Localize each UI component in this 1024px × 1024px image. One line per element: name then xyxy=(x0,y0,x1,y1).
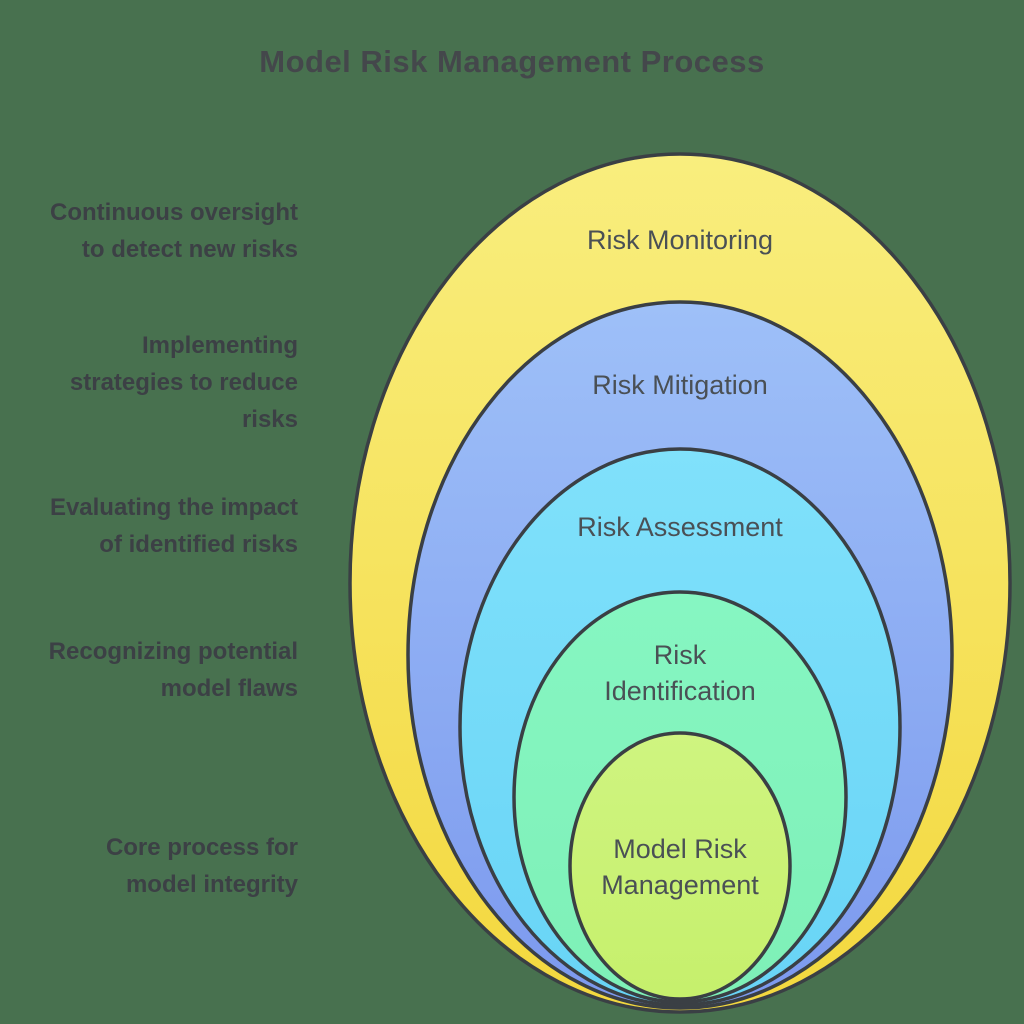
layer-label-risk-assessment: Risk Assessment xyxy=(577,512,783,542)
annotation-risk-monitoring: Continuous oversight to detect new risks xyxy=(50,199,298,263)
layer-label-risk-monitoring: Risk Monitoring xyxy=(586,225,774,255)
annotation-risk-mitigation: Implementing strategies to reduce risks xyxy=(69,332,298,433)
page-title: Model Risk Management Process xyxy=(259,44,765,79)
annotation-model-risk-management: Core process for model integrity xyxy=(105,834,298,898)
layer-label-risk-mitigation: Risk Mitigation xyxy=(592,370,768,400)
layer-label-risk-identification: Risk Identification xyxy=(604,640,756,706)
ellipse-model-risk-management xyxy=(568,731,792,1001)
layer-label-model-risk-management: Model Risk Management xyxy=(601,834,759,900)
annotation-risk-identification: Recognizing potential model flaws xyxy=(48,638,298,702)
annotation-risk-assessment: Evaluating the impact of identified risk… xyxy=(49,494,298,558)
